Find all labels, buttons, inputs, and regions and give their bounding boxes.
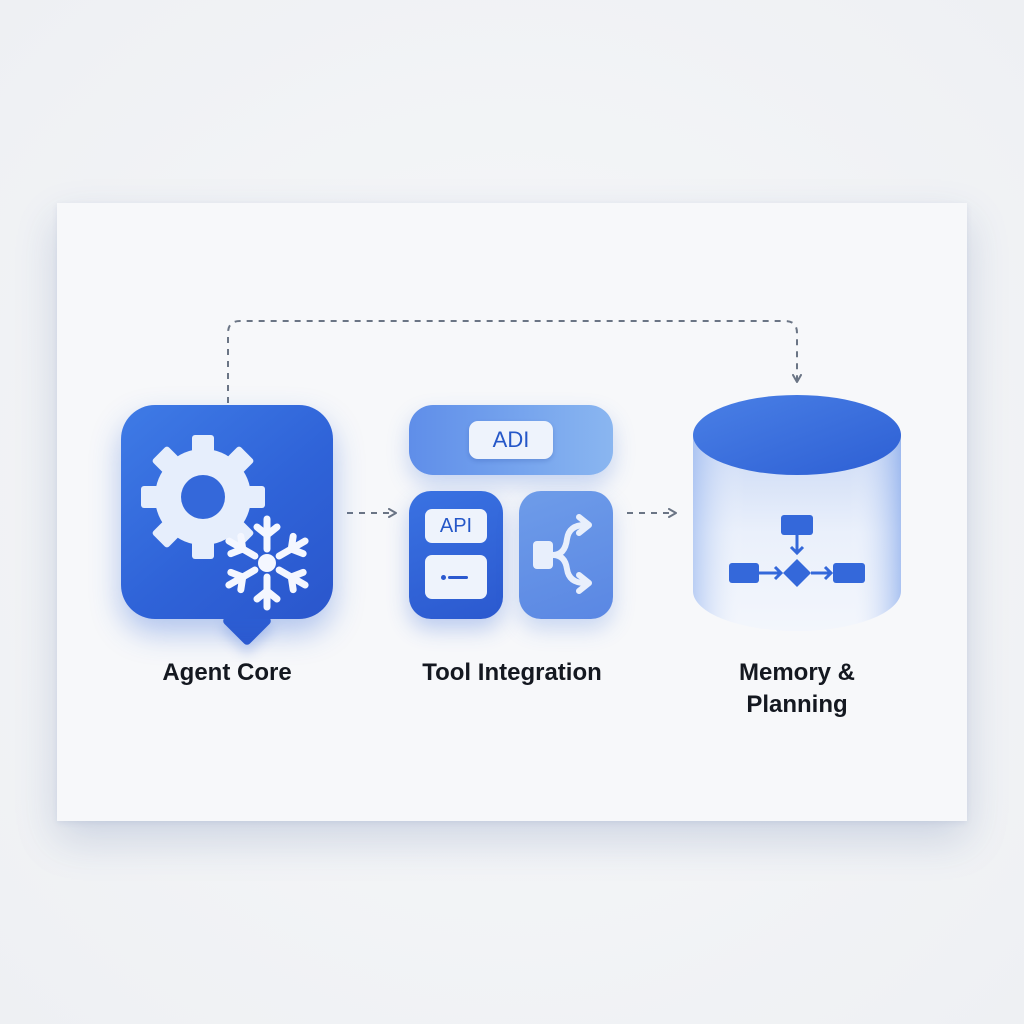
database-flowchart-icon: [693, 395, 901, 631]
memory-planning-label: Memory & Planning: [687, 657, 907, 721]
agent-core-label: Agent Core: [162, 659, 292, 686]
memory-planning-label-line1: Memory &: [738, 659, 856, 686]
gear-snowflake-icon: [141, 435, 309, 611]
memory-planning-label-line2: Planning: [746, 691, 848, 718]
memory-cylinder: [687, 393, 907, 639]
api-chip: API: [425, 509, 487, 543]
diagram-card: Agent Core ADI API: [57, 203, 967, 821]
adi-chip: ADI: [469, 421, 553, 459]
branch-arrows-icon: [533, 514, 592, 594]
route-tile: [519, 491, 613, 619]
api-panel-dash: [448, 576, 468, 579]
api-panel-icon: [425, 555, 487, 599]
adi-bar: ADI: [409, 405, 613, 475]
tool-integration-label: Tool Integration: [422, 659, 602, 686]
edge-agent-to-memory: [227, 320, 802, 403]
api-tile: API: [409, 491, 503, 619]
agent-core-tile: [121, 405, 333, 619]
api-panel-dot: [441, 575, 446, 580]
